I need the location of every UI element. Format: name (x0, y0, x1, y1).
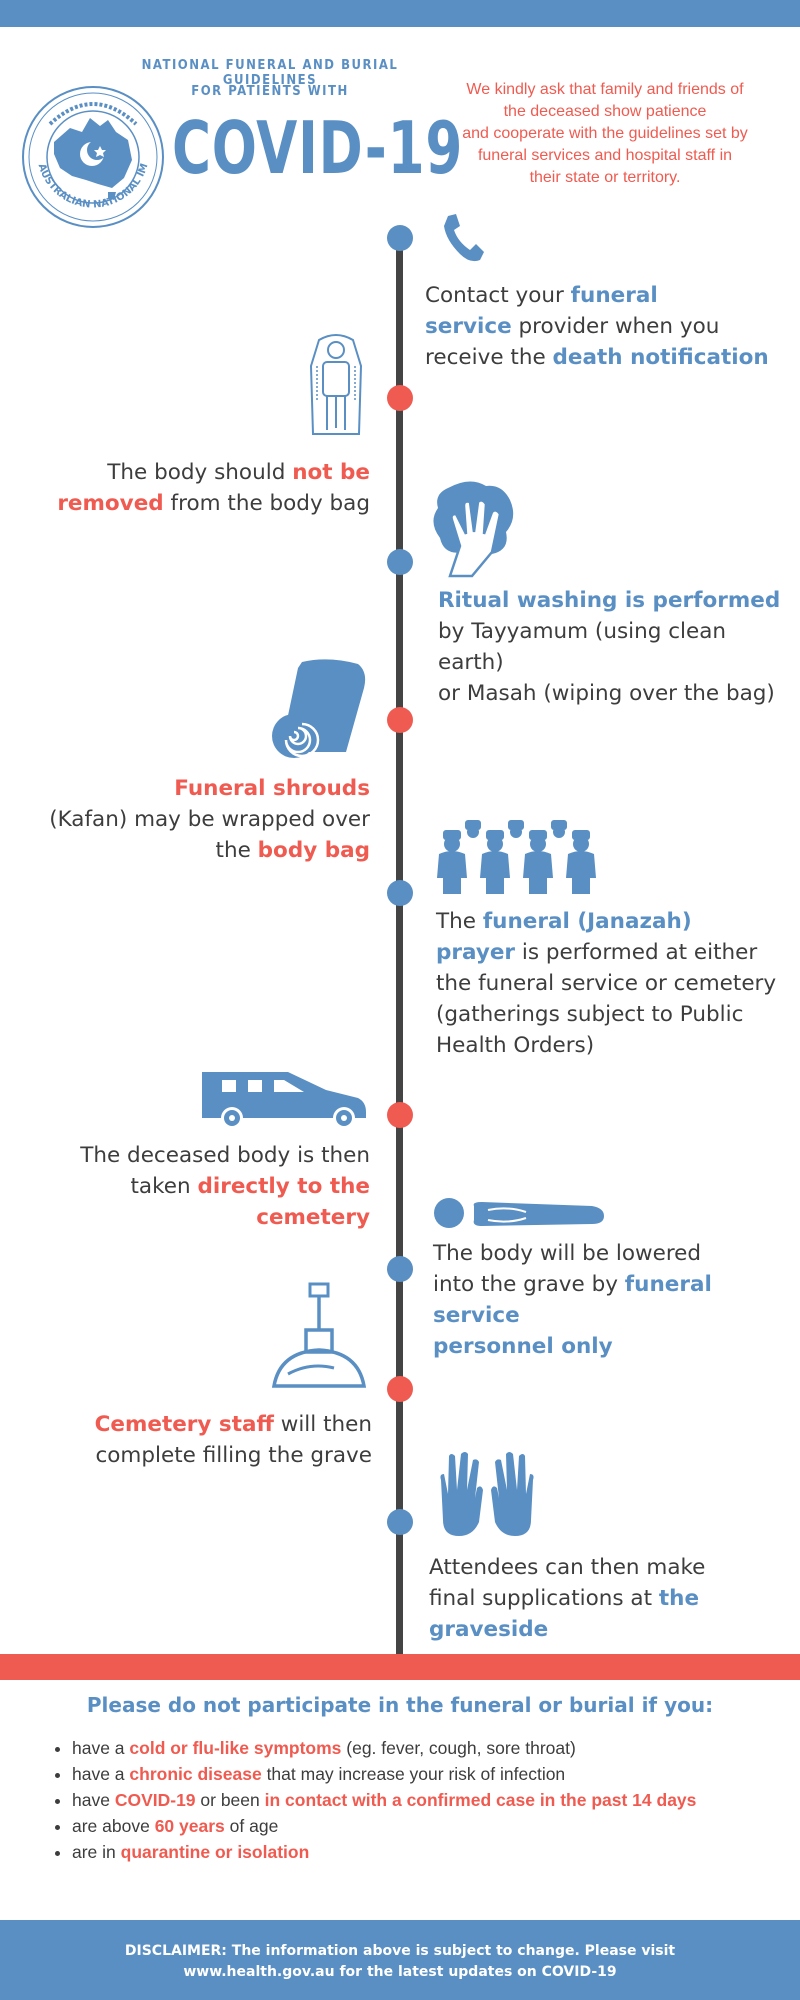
imams-council-logo: AUSTRALIAN NATIONAL IMAMS COUNCIL (20, 84, 164, 228)
list-item: have a cold or flu-like symptoms (eg. fe… (72, 1735, 772, 1761)
timeline-line (396, 230, 403, 1655)
list-item: have a chronic disease that may increase… (72, 1761, 772, 1787)
page-title: COVID-19 (172, 106, 464, 190)
list-item: are in quarantine or isolation (72, 1839, 772, 1865)
header-subtitle-line1: NATIONAL FUNERAL AND BURIAL GUIDELINES (141, 58, 399, 88)
people-group-icon (437, 820, 596, 894)
hearse-icon (202, 1072, 366, 1129)
timeline-dot (387, 1376, 413, 1402)
warning-list: have a cold or flu-like symptoms (eg. fe… (48, 1735, 772, 1865)
timeline-dot (387, 225, 413, 251)
timeline-dot (387, 1102, 413, 1128)
header-subtitle-line2: FOR PATIENTS WITH (191, 84, 349, 99)
step-8-text: Cemetery staff will then complete fillin… (94, 1412, 372, 1468)
list-item: have COVID-19 or been in contact with a … (72, 1787, 772, 1813)
warning-title: Please do not participate in the funeral… (86, 1693, 714, 1717)
timeline-dot (387, 385, 413, 411)
timeline-dot (387, 1256, 413, 1282)
timeline-dot (387, 1509, 413, 1535)
step-7-text: The body will be lowered into the grave … (433, 1241, 712, 1359)
step-5-text: The funeral (Janazah) prayer is performe… (436, 909, 777, 1058)
shroud-roll-icon (272, 659, 366, 758)
intro-text: We kindly ask that family and friends of… (462, 81, 748, 186)
lying-body-icon (434, 1198, 604, 1228)
step-2-text: The body should not be removed from the … (57, 460, 370, 516)
step-1-text: Contact your funeral service provider wh… (425, 283, 769, 370)
step-9-text: Attendees can then make final supplicati… (429, 1555, 706, 1642)
phone-icon (444, 214, 484, 262)
step-6-text: The deceased body is then taken directly… (80, 1143, 370, 1230)
timeline-dot (387, 707, 413, 733)
list-item: are above 60 years of age (72, 1813, 772, 1839)
top-banner (0, 0, 800, 27)
timeline-dot (387, 549, 413, 575)
timeline-dot (387, 880, 413, 906)
washing-hand-icon (433, 481, 514, 578)
footer-bar (0, 1920, 800, 2000)
disclaimer-text: DISCLAIMER: The information above is sub… (124, 1943, 676, 1980)
body-bag-icon (309, 334, 363, 435)
step-3-text: Ritual washing is performed by Tayyamum … (438, 588, 781, 706)
shovel-mound-icon (271, 1282, 367, 1388)
praying-hands-icon (440, 1452, 534, 1536)
divider-bar (0, 1654, 800, 1680)
step-4-text: Funeral shrouds (Kafan) may be wrapped o… (49, 776, 370, 863)
